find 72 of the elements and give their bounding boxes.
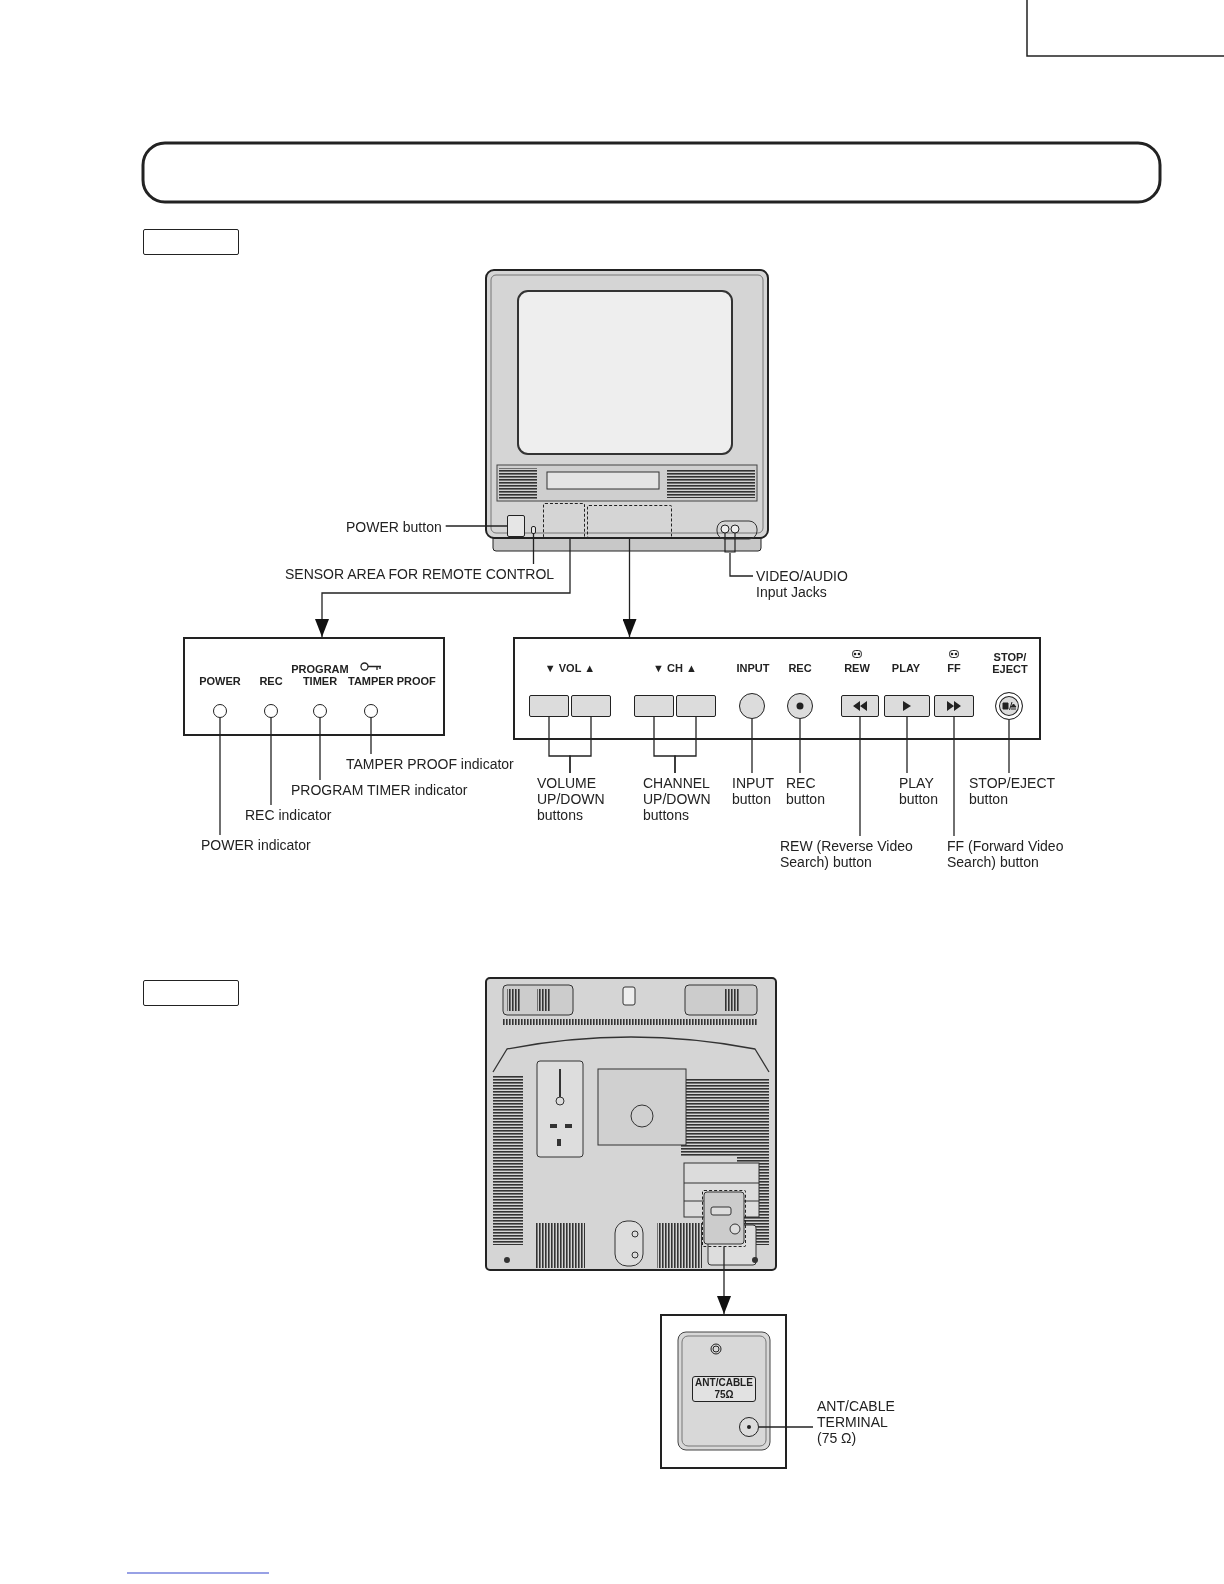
button-label: PLAY (890, 662, 922, 674)
section-tab (143, 229, 239, 255)
indicator-panel (183, 637, 445, 736)
button-label: ▼ VOL ▲ (543, 662, 597, 674)
callout-text: REC button (786, 775, 836, 807)
control-area (587, 505, 672, 538)
callout-text: PLAY button (899, 775, 949, 807)
leader-line (859, 716, 861, 837)
leader-line (758, 1426, 814, 1428)
indicator-lamp (364, 704, 378, 718)
callout-text: VOLUME UP/DOWN buttons (537, 775, 617, 823)
button-label: REW (843, 662, 871, 674)
indicator-lamp (313, 704, 327, 718)
power-button (507, 515, 525, 537)
indicator-label: TAMPER PROOF (348, 675, 434, 687)
rec-button (787, 693, 813, 719)
channel-up-button (676, 695, 716, 717)
button-label: REC (787, 662, 813, 674)
input-button (739, 693, 765, 719)
callout-text: PROGRAM TIMER indicator (291, 782, 468, 798)
channel-down-button (634, 695, 674, 717)
play-button (884, 695, 930, 717)
leader-line (532, 533, 535, 565)
callout-text: VIDEO/AUDIO Input Jacks (756, 568, 860, 600)
remote-sensor (531, 526, 536, 534)
fast-forward-button (934, 695, 974, 717)
control-panel (513, 637, 1041, 740)
arrow (717, 1246, 731, 1315)
leader-line (906, 716, 908, 774)
stop-eject-button (995, 692, 1023, 720)
callout-text: ANT/CABLE TERMINAL (75 Ω) (817, 1398, 905, 1446)
indicator-label: POWER (198, 675, 242, 687)
leader-line (751, 718, 753, 774)
arrow (622, 537, 637, 638)
callout-text: POWER indicator (201, 837, 311, 853)
leader-line (674, 716, 697, 774)
indicator-area (543, 503, 585, 538)
leader-line (319, 717, 321, 781)
indicator-lamp (264, 704, 278, 718)
volume-down-button (529, 695, 569, 717)
leader-line (445, 525, 508, 527)
callout-text: FF (Forward Video Search) button (947, 838, 1087, 870)
callout-text: SENSOR AREA FOR REMOTE CONTROL (285, 566, 555, 582)
indicator-label: REC (258, 675, 284, 687)
button-label: FF (946, 662, 962, 674)
callout-text: POWER button (346, 519, 442, 535)
indicator-label: PROGRAM TIMER (290, 663, 349, 687)
arrow (315, 537, 571, 638)
callout-text: STOP/EJECT button (969, 775, 1073, 807)
leader-line (1008, 719, 1010, 774)
callout-text: INPUT button (732, 775, 784, 807)
terminal-area (702, 1190, 746, 1247)
rewind-button (841, 695, 879, 717)
leader-line (370, 717, 372, 755)
section-tab (143, 980, 239, 1006)
leader-line (953, 716, 955, 837)
button-label: ▼ CH ▲ (652, 662, 698, 674)
button-label: INPUT (735, 662, 771, 674)
volume-up-button (571, 695, 611, 717)
leader-line (729, 552, 754, 577)
callout-text: CHANNEL UP/DOWN buttons (643, 775, 723, 823)
callout-text: TAMPER PROOF indicator (346, 756, 514, 772)
callout-text: REC indicator (245, 807, 332, 823)
leader-line (270, 717, 272, 806)
leader-line (569, 716, 592, 774)
leader-line (799, 718, 801, 774)
input-jacks (720, 521, 740, 553)
leader-line (219, 717, 221, 836)
terminal-label: ANT/CABLE 75Ω (692, 1376, 756, 1402)
callout-text: REW (Reverse Video Search) button (780, 838, 928, 870)
button-label: STOP/ EJECT (991, 651, 1029, 675)
indicator-lamp (213, 704, 227, 718)
